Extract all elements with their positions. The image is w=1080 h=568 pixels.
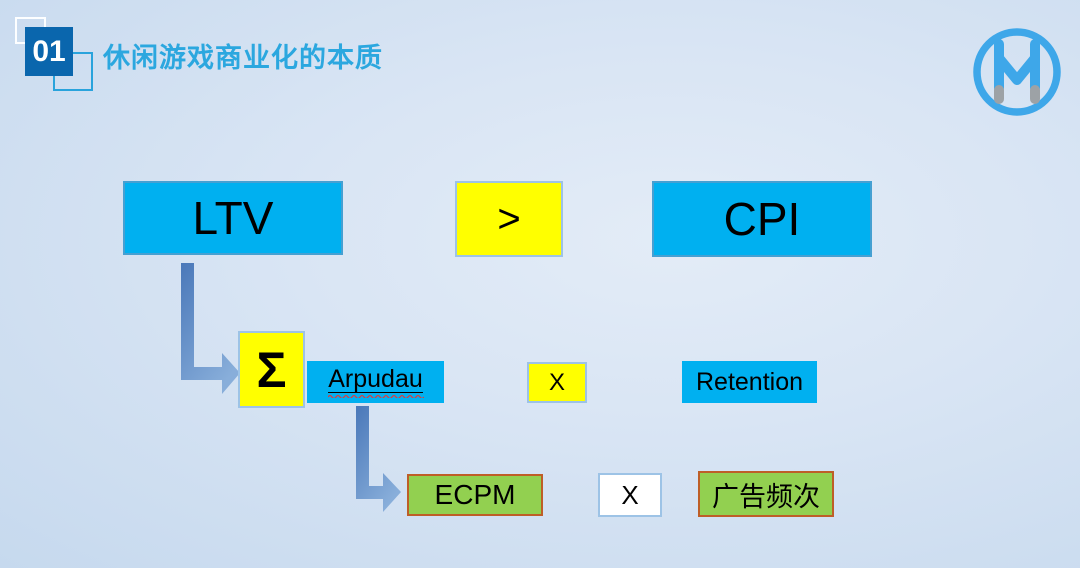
cpi-label: CPI [723, 193, 801, 245]
cpi-box: CPI [652, 181, 872, 257]
multiply-mid-box: X [527, 362, 587, 403]
sigma-box: Σ [238, 331, 305, 408]
ecpm-box: ECPM [407, 474, 543, 516]
retention-label: Retention [695, 367, 804, 396]
ecpm-label: ECPM [434, 479, 516, 510]
page-title: 休闲游戏商业化的本质 [103, 43, 383, 73]
multiply-bottom-label: X [621, 479, 639, 510]
sigma-label: Σ [256, 341, 287, 398]
multiply-bottom-box: X [598, 473, 662, 517]
ad-frequency-label: 广告频次 [712, 481, 820, 512]
arpudau-label: Arpudau [328, 364, 423, 394]
arrow-ltv-to-sigma [181, 263, 240, 394]
ltv-box: LTV [123, 181, 343, 255]
arrow-arpudau-to-ecpm [356, 406, 401, 512]
w-circle-logo-icon [973, 28, 1061, 116]
retention-box: Retention [682, 361, 817, 403]
greater-than-label: > [497, 196, 521, 241]
ad-frequency-box: 广告频次 [698, 471, 834, 517]
spellcheck-squiggle [327, 395, 424, 399]
greater-than-box: > [455, 181, 563, 257]
arpudau-box: Arpudau [307, 361, 444, 403]
multiply-mid-label: X [548, 368, 565, 396]
ltv-label: LTV [192, 192, 274, 244]
section-number-badge: 01 [25, 27, 73, 76]
